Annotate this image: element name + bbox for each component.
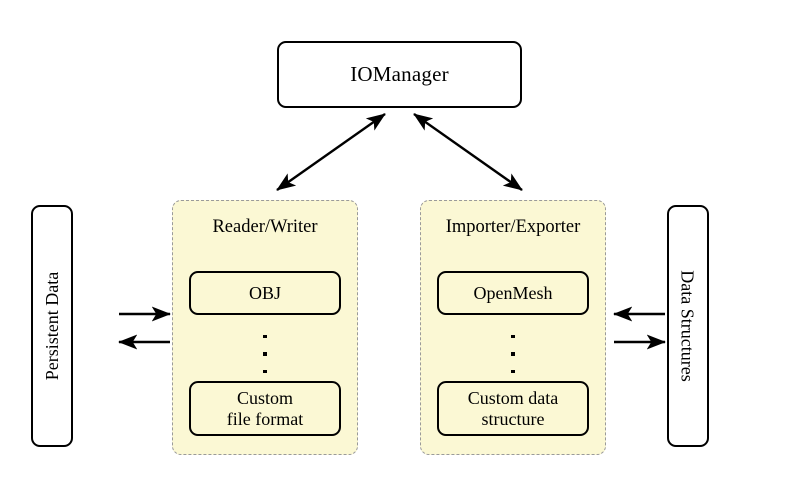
node-custom-file-format-line2: file format — [226, 408, 304, 429]
node-iomanager-label: IOManager — [350, 62, 449, 86]
node-custom-file-format-line1: Custom — [236, 388, 293, 409]
node-persistent-data-label: Persistent Data — [42, 271, 63, 381]
ellipsis-dot — [263, 352, 267, 356]
ellipsis-dot — [511, 369, 515, 373]
ellipsis-dot — [263, 369, 267, 373]
node-obj-label: OBJ — [248, 282, 281, 303]
node-persistent-data[interactable]: Persistent Data — [31, 205, 73, 447]
node-custom-data-structure-line2: structure — [481, 408, 545, 429]
node-openmesh-label: OpenMesh — [473, 282, 553, 303]
node-iomanager[interactable]: IOManager — [277, 41, 522, 108]
ellipsis-dot — [511, 352, 515, 356]
node-obj[interactable]: OBJ — [189, 271, 341, 315]
ellipsis-dot — [511, 335, 515, 339]
node-data-structures-label: Data Structures — [678, 270, 698, 382]
ellipsis-reader-writer — [173, 335, 357, 373]
node-custom-data-structure-line1: Custom data — [467, 388, 559, 409]
group-reader-writer-title: Reader/Writer — [212, 217, 318, 237]
edge-iomanager-reader-writer — [276, 113, 386, 191]
ellipsis-importer-exporter — [421, 335, 605, 373]
ellipsis-dot — [263, 335, 267, 339]
node-data-structures[interactable]: Data Structures — [667, 205, 709, 447]
group-importer-exporter-title: Importer/Exporter — [445, 217, 581, 237]
node-openmesh[interactable]: OpenMesh — [437, 271, 589, 315]
edge-iomanager-importer-exporter — [413, 113, 523, 191]
